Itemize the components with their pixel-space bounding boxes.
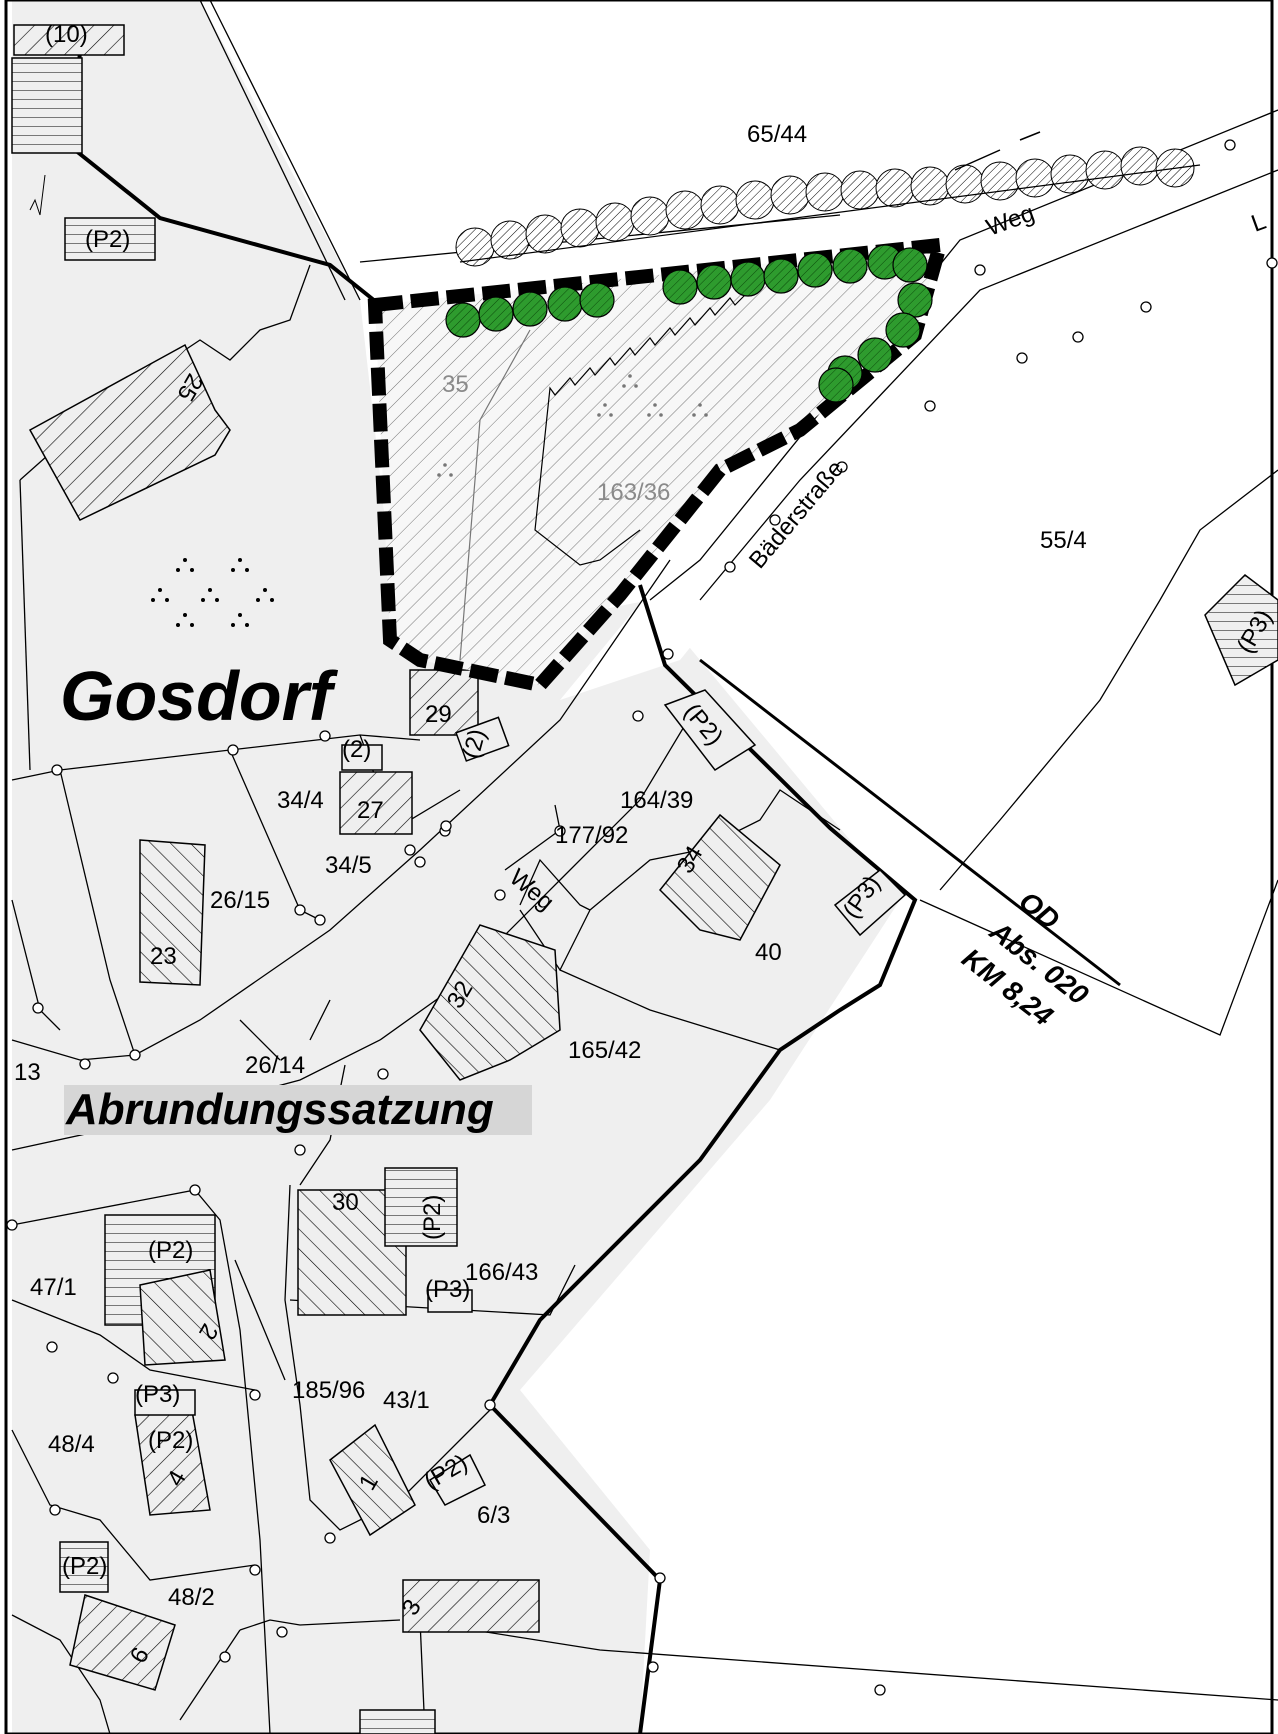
building-2-29 <box>455 716 510 762</box>
building-tag-p2-48: (P2) <box>148 1427 193 1454</box>
parcel-label-185-96: 185/96 <box>292 1377 365 1404</box>
north-tick <box>29 174 46 216</box>
parcel-label-165-42: 165/42 <box>568 1037 641 1064</box>
building-10 <box>13 24 125 56</box>
banner-background <box>64 1085 532 1135</box>
building-p3-48 <box>134 1389 196 1416</box>
building-p2-top <box>64 217 156 261</box>
building-2-small <box>341 744 383 771</box>
building-23 <box>139 839 206 986</box>
building-bottom <box>359 1709 436 1734</box>
building-p3-east <box>1204 574 1278 687</box>
planning-sawtooth <box>534 289 751 566</box>
parcel-label-30: 30 <box>332 1189 359 1216</box>
parcel-label-47-1: 47/1 <box>30 1274 77 1301</box>
building-tag-p2-30: (P2) <box>419 1195 446 1240</box>
planned-trees <box>445 244 933 403</box>
building-3 <box>402 1579 540 1633</box>
building-tag-p2-top: (P2) <box>85 226 130 253</box>
building-25 <box>28 343 231 521</box>
building-p3-small <box>427 1289 473 1313</box>
banner-text: Abrundungssatzung <box>65 1085 494 1134</box>
vegetation-dots <box>151 558 274 627</box>
building-tag-p3-48: (P3) <box>135 1381 180 1408</box>
planning-dots <box>437 374 708 477</box>
parcel-label-43-1: 43/1 <box>383 1387 430 1414</box>
path-label-l: L <box>1248 208 1270 238</box>
map-frame <box>4 0 1274 1734</box>
parcel-label-65-44: 65/44 <box>747 121 807 148</box>
parcel-label-163-36: 163/36 <box>597 479 670 506</box>
parcel-label-34-4: 34/4 <box>277 787 324 814</box>
parcel-label-164-39: 164/39 <box>620 787 693 814</box>
building-6 <box>69 1594 176 1691</box>
parcel-label-55-4: 55/4 <box>1040 527 1087 554</box>
building-tag-p2-47: (P2) <box>148 1237 193 1264</box>
building-p2-30 <box>384 1167 458 1247</box>
parcel-label-177-92: 177/92 <box>555 822 628 849</box>
od-line <box>699 658 1121 987</box>
building-32 <box>419 924 561 1081</box>
planning-inner-line <box>459 329 531 661</box>
building-tag-2a: (2) <box>342 736 371 763</box>
building-34 <box>658 813 781 941</box>
building-tag-p2-6: (P2) <box>62 1553 107 1580</box>
parcel-label-34-5: 34/5 <box>325 852 372 879</box>
building-p2-mid <box>663 689 757 771</box>
parcel-label-13: 13 <box>14 1059 41 1086</box>
parcel-label-23: 23 <box>150 943 177 970</box>
parcel-label-166-43: 166/43 <box>465 1259 538 1286</box>
building-1 <box>329 1423 416 1537</box>
boundary-markers <box>6 139 1278 1696</box>
dashed-line <box>954 131 1041 171</box>
building-p2-low <box>428 1453 487 1506</box>
building-27 <box>339 771 413 835</box>
building-2 <box>139 1269 226 1366</box>
tree-row-axis <box>459 164 1201 263</box>
building-p3-od <box>833 869 907 937</box>
parcel-label-48-2: 48/2 <box>168 1584 215 1611</box>
parcel-label-48-4: 48/4 <box>48 1431 95 1458</box>
parcel-label-26-14: 26/14 <box>245 1052 305 1079</box>
building-tag-p3-small: (P3) <box>425 1276 470 1303</box>
parcel-label-29: 29 <box>425 701 452 728</box>
building-10-stairs <box>11 57 83 154</box>
building-29 <box>409 669 479 736</box>
parcel-label-26-15: 26/15 <box>210 887 270 914</box>
building-tag-10: (10) <box>45 21 88 48</box>
parcel-lines <box>11 0 1278 1734</box>
parcel-label-35: 35 <box>442 371 469 398</box>
parcel-label-6-3: 6/3 <box>477 1502 510 1529</box>
buildings <box>11 24 1278 1734</box>
parcel-label-27: 27 <box>357 797 384 824</box>
parcel-label-40: 40 <box>755 939 782 966</box>
place-name: Gosdorf <box>60 657 339 735</box>
building-p2-6 <box>59 1541 109 1593</box>
